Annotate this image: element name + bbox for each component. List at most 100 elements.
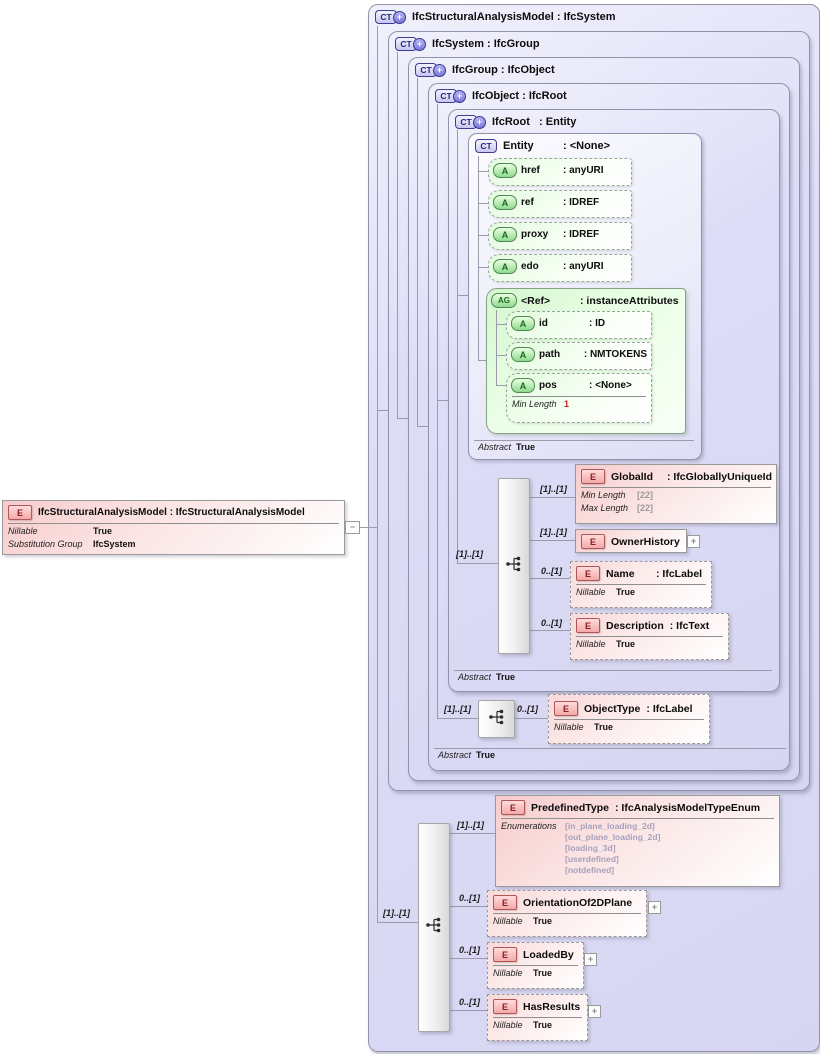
element-box-ifcstructuralanalysismodel[interactable]: E IfcStructuralAnalysisModel : IfcStruct… xyxy=(2,500,345,555)
attribute-badge-icon: A xyxy=(511,378,535,393)
expand-button[interactable]: + xyxy=(687,535,700,548)
element-type: : IfcAnalysisModelTypeEnum xyxy=(615,801,761,814)
element-name: OwnerHistory xyxy=(611,535,680,548)
ct-icon: CT xyxy=(415,63,437,77)
facet-label: Min Length xyxy=(512,399,557,409)
facet-value: True xyxy=(93,526,113,536)
type-title: IfcSystem : IfcGroup xyxy=(432,38,540,50)
connector-line xyxy=(448,906,487,907)
connector-line xyxy=(457,295,468,296)
type-title: IfcGroup : IfcObject xyxy=(452,64,555,76)
cardinality-label: [1]..[1] xyxy=(540,527,567,537)
facet-label: Abstract xyxy=(458,672,492,682)
connector-line xyxy=(377,26,378,922)
connector-line xyxy=(528,578,570,579)
sequence-connector[interactable] xyxy=(478,700,515,738)
connector-line xyxy=(437,400,448,401)
divider xyxy=(434,748,786,749)
element-badge-icon: E xyxy=(493,947,517,962)
collapse-button[interactable]: − xyxy=(345,521,360,534)
cardinality-label: [1]..[1] xyxy=(457,820,484,830)
facet-value: True xyxy=(476,750,496,760)
connector-line xyxy=(359,527,377,528)
element-badge-icon: E xyxy=(501,800,525,815)
enum-value: [in_plane_loading_2d] xyxy=(565,821,655,831)
attribute-badge-icon: A xyxy=(493,163,517,178)
divider xyxy=(576,636,723,637)
facet-value: True xyxy=(594,722,614,732)
cardinality-label: [1]..[1] xyxy=(540,484,567,494)
cardinality-label: 0..[1] xyxy=(541,566,563,576)
attr-name: href xyxy=(521,165,540,176)
facet-value: [22] xyxy=(637,490,654,500)
expand-button[interactable]: + xyxy=(588,1005,601,1018)
attr-type: : ID xyxy=(589,318,606,329)
type-base: : <None> xyxy=(563,140,611,152)
group-type: : instanceAttributes xyxy=(580,294,679,307)
facet-label: Nillable xyxy=(8,526,38,536)
connector-line xyxy=(478,203,488,204)
element-badge-icon: E xyxy=(576,566,600,581)
attr-type: : anyURI xyxy=(563,261,604,272)
expand-icon[interactable]: + xyxy=(453,89,466,103)
complextype-badge: CT+ xyxy=(415,63,446,77)
element-name: ObjectType xyxy=(584,702,641,715)
cardinality-label: 0..[1] xyxy=(459,945,481,955)
connector-line xyxy=(478,171,488,172)
expand-button[interactable]: + xyxy=(648,901,661,914)
ct-icon: CT xyxy=(475,139,497,153)
facet-label: Abstract xyxy=(478,442,512,452)
sequence-icon xyxy=(505,556,523,577)
divider xyxy=(493,1017,582,1018)
facet-label: Nillable xyxy=(493,1020,523,1030)
connector-line xyxy=(417,78,418,426)
connector-line xyxy=(528,540,575,541)
enumeration-values: [in_plane_loading_2d] [out_plane_loading… xyxy=(565,821,660,876)
attr-name: proxy xyxy=(521,229,549,240)
expand-icon[interactable]: + xyxy=(393,10,406,24)
divider xyxy=(493,965,578,966)
facet-label: Min Length xyxy=(581,490,626,500)
divider xyxy=(493,913,641,914)
element-name: OrientationOf2DPlane xyxy=(523,896,633,909)
enum-value: [userdefined] xyxy=(565,854,619,864)
sequence-connector[interactable] xyxy=(418,823,450,1032)
expand-icon[interactable]: + xyxy=(433,63,446,77)
element-name: PredefinedType xyxy=(531,801,609,814)
attribute-group-badge-icon: AG xyxy=(491,293,517,308)
element-badge-icon: E xyxy=(581,469,605,484)
connector-line xyxy=(417,426,428,427)
connector-line xyxy=(496,355,506,356)
element-box-predefinedtype[interactable]: E PredefinedType : IfcAnalysisModelTypeEnu… xyxy=(495,795,780,887)
attr-name: path xyxy=(539,349,561,360)
expand-icon[interactable]: + xyxy=(413,37,426,51)
element-badge-icon: E xyxy=(493,999,517,1014)
expand-icon[interactable]: + xyxy=(473,115,486,129)
type-title: IfcRoot : Entity xyxy=(492,116,577,128)
facet-value: [22] xyxy=(637,502,654,513)
connector-line xyxy=(496,324,506,325)
type-title: IfcStructuralAnalysisModel : IfcSystem xyxy=(412,11,616,23)
attr-name: edo xyxy=(521,261,539,272)
connector-line xyxy=(478,235,488,236)
element-badge-icon: E xyxy=(576,618,600,633)
enum-value: [out_plane_loading_2d] xyxy=(565,832,661,842)
sequence-connector[interactable] xyxy=(498,478,530,654)
expand-button[interactable]: + xyxy=(584,953,597,966)
